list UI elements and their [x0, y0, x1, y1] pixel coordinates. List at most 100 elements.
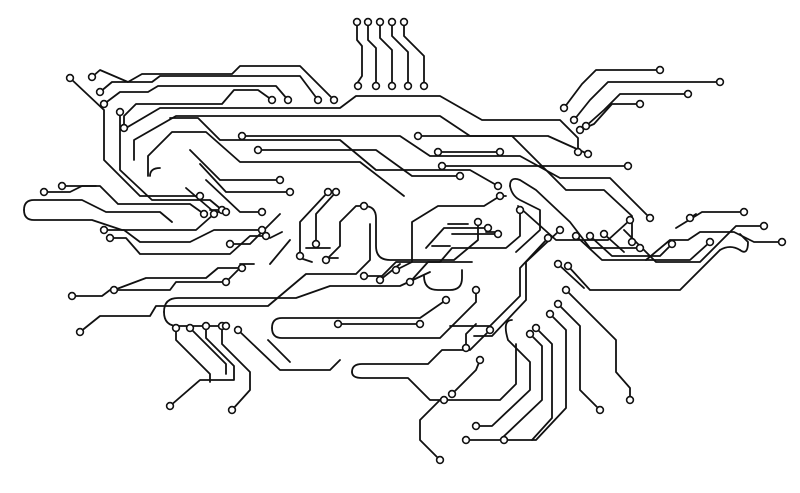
circuit-traces	[23, 21, 783, 461]
pad-dot	[109, 285, 119, 295]
trace-line	[567, 249, 721, 291]
pad-dot	[353, 81, 363, 91]
trace-line	[269, 239, 291, 265]
trace-line	[509, 185, 541, 253]
pad-dot	[171, 323, 181, 333]
pad-dot	[387, 17, 397, 27]
trace-line	[423, 269, 463, 291]
pad-dot	[195, 191, 205, 201]
trace-line	[589, 235, 673, 257]
trace-line	[23, 199, 173, 223]
pad-dot	[571, 231, 581, 241]
pad-dot	[553, 259, 563, 269]
trace-line	[563, 69, 661, 109]
pad-dot	[329, 95, 339, 105]
pad-dot	[233, 325, 243, 335]
pad-dot	[495, 191, 505, 201]
pad-dot	[221, 207, 231, 217]
pad-dot	[221, 321, 231, 331]
pad-dot	[575, 125, 585, 135]
pad-dot	[257, 225, 267, 235]
pad-dot	[267, 95, 277, 105]
pad-dot	[413, 131, 423, 141]
pad-dot	[87, 72, 97, 82]
pad-dot	[545, 309, 555, 319]
pad-dot	[573, 147, 583, 157]
trace-line	[475, 319, 531, 427]
trace-line	[267, 339, 291, 363]
trace-line	[517, 205, 631, 241]
trace-line	[237, 329, 341, 371]
pad-dot	[363, 17, 373, 27]
pad-dot	[461, 435, 471, 445]
pad-dot	[635, 243, 645, 253]
pad-dot	[275, 175, 285, 185]
pad-dot	[375, 17, 385, 27]
pad-dot	[403, 81, 413, 91]
pad-dot	[119, 123, 129, 133]
pad-dot	[759, 221, 769, 231]
pad-dot	[485, 325, 495, 335]
pad-dot	[447, 389, 457, 399]
pad-dot	[419, 81, 429, 91]
pad-dot	[683, 89, 693, 99]
pad-dot	[739, 207, 749, 217]
trace-line	[465, 323, 477, 349]
pad-dot	[525, 329, 535, 339]
trace-line	[351, 329, 491, 373]
pad-dot	[625, 395, 635, 405]
trace-line	[175, 327, 211, 383]
pad-dot	[199, 209, 209, 219]
trace-line	[299, 191, 329, 257]
pad-dot	[165, 401, 175, 411]
pad-dot	[667, 239, 677, 249]
pad-dot	[531, 323, 541, 333]
pad-dot	[595, 405, 605, 415]
pad-dot	[553, 299, 563, 309]
pad-dot	[555, 225, 565, 235]
pad-dot	[569, 115, 579, 125]
pad-dot	[435, 455, 445, 465]
trace-line	[557, 303, 601, 411]
trace-line	[133, 115, 589, 161]
trace-line	[69, 77, 201, 197]
trace-line	[229, 213, 281, 245]
pad-dot	[115, 107, 125, 117]
pad-dot	[599, 229, 609, 239]
trace-line	[379, 21, 393, 87]
trace-line	[119, 111, 223, 211]
pad-dot	[495, 147, 505, 157]
trace-line	[271, 289, 477, 339]
trace-line	[163, 311, 227, 327]
trace-line	[395, 195, 501, 271]
trace-line	[241, 135, 651, 219]
pad-dot	[627, 237, 637, 247]
pad-dot	[455, 171, 465, 181]
trace-line	[356, 21, 363, 87]
pad-dot	[705, 237, 715, 247]
trace-line	[363, 209, 521, 277]
pad-dot	[261, 231, 271, 241]
pad-dot	[515, 205, 525, 215]
pad-dot	[359, 271, 369, 281]
trace-line	[221, 325, 251, 411]
pad-dot	[201, 321, 211, 331]
trace-line	[189, 327, 227, 375]
trace-line	[109, 235, 267, 255]
trace-line	[325, 205, 365, 261]
trace-line	[103, 229, 263, 243]
pad-dot	[581, 121, 591, 131]
pad-dot	[57, 181, 67, 191]
pad-dot	[585, 231, 595, 241]
pad-dot	[313, 95, 323, 105]
trace-line	[565, 289, 631, 401]
trace-line	[147, 131, 405, 197]
pad-dot	[185, 323, 195, 333]
pad-dot	[625, 215, 635, 225]
pad-dot	[777, 237, 787, 247]
trace-line	[557, 263, 585, 289]
trace-line	[199, 163, 291, 193]
trace-line	[473, 229, 561, 337]
pad-dot	[473, 217, 483, 227]
trace-line	[719, 246, 741, 251]
